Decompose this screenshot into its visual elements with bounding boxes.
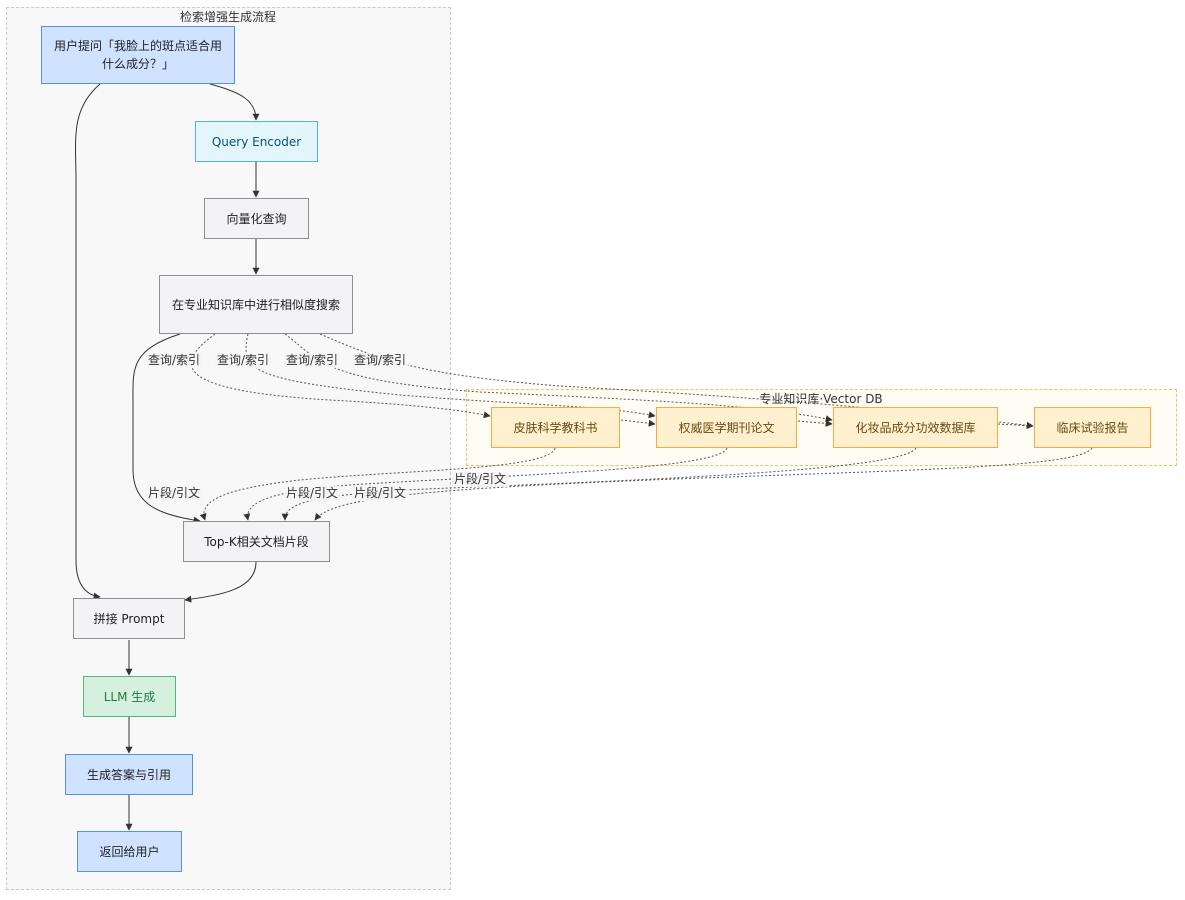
node-user-question-label: 用户提问「我脸上的斑点适合用什么成分？」 xyxy=(53,39,222,71)
edge-label-fragment-2: 片段/引文 xyxy=(284,486,341,501)
edge-textbook-to-topk xyxy=(199,447,556,521)
rag-cluster-title: 检索增强生成流程 xyxy=(179,10,277,24)
node-kb-cosmetic-db-label: 化妆品成分功效数据库 xyxy=(855,420,976,435)
node-answer-citations: 生成答案与引用 xyxy=(65,754,193,795)
edge-label-query-4: 查询/索引 xyxy=(352,353,409,368)
node-user-question: 用户提问「我脸上的斑点适合用什么成分？」 xyxy=(41,26,235,84)
node-topk-fragments: Top-K相关文档片段 xyxy=(183,521,330,562)
edge-user-to-prompt xyxy=(75,83,101,600)
node-topk-fragments-label: Top-K相关文档片段 xyxy=(204,534,309,549)
edge-label-query-1: 查询/索引 xyxy=(146,353,203,368)
node-query-encoder-label: Query Encoder xyxy=(211,134,302,149)
edge-cosmetic-to-clinical xyxy=(997,422,1034,430)
kb-cluster-title: 专业知识库·Vector DB xyxy=(759,392,883,406)
edge-label-fragment-4: 片段/引文 xyxy=(452,472,509,487)
node-llm-generate-label: LLM 生成 xyxy=(103,689,156,704)
edge-label-fragment-1: 片段/引文 xyxy=(146,486,203,501)
node-llm-generate: LLM 生成 xyxy=(83,676,176,717)
node-query-encoder: Query Encoder xyxy=(195,121,318,162)
node-build-prompt-label: 拼接 Prompt xyxy=(93,611,165,626)
node-answer-citations-label: 生成答案与引用 xyxy=(86,767,171,782)
edge-search-to-textbook xyxy=(190,333,491,419)
node-return-user: 返回给用户 xyxy=(77,831,182,872)
node-kb-textbook-label: 皮肤科学教科书 xyxy=(513,420,598,435)
edge-clinical-to-topk xyxy=(314,447,1093,521)
edge-label-query-3: 查询/索引 xyxy=(284,353,341,368)
node-kb-clinical: 临床试验报告 xyxy=(1034,407,1151,448)
edge-label-query-2: 查询/索引 xyxy=(215,353,272,368)
edge-label-fragment-3: 片段/引文 xyxy=(352,486,409,501)
edge-topk-to-prompt xyxy=(184,561,257,603)
node-kb-journal: 权威医学期刊论文 xyxy=(656,407,797,448)
edge-cosmetic-to-topk xyxy=(281,447,917,521)
node-kb-cosmetic-db: 化妆品成分功效数据库 xyxy=(833,407,998,448)
node-return-user-label: 返回给用户 xyxy=(99,844,160,859)
edge-search-to-topk xyxy=(132,333,201,524)
node-kb-journal-label: 权威医学期刊论文 xyxy=(678,420,775,435)
node-build-prompt: 拼接 Prompt xyxy=(73,598,185,639)
edge-search-to-journal xyxy=(245,333,656,419)
node-vector-query-label: 向量化查询 xyxy=(226,211,287,226)
node-kb-textbook: 皮肤科学教科书 xyxy=(491,407,620,448)
edge-journal-to-cosmetic xyxy=(797,419,833,427)
edge-textbook-to-journal xyxy=(620,419,656,427)
node-similarity-search: 在专业知识库中进行相似度搜索 xyxy=(159,275,353,334)
node-vector-query: 向量化查询 xyxy=(204,198,309,239)
edge-journal-to-topk xyxy=(243,447,728,521)
node-similarity-search-label: 在专业知识库中进行相似度搜索 xyxy=(171,297,340,312)
edge-user-to-encoder xyxy=(209,83,260,121)
node-kb-clinical-label: 临床试验报告 xyxy=(1056,420,1129,435)
